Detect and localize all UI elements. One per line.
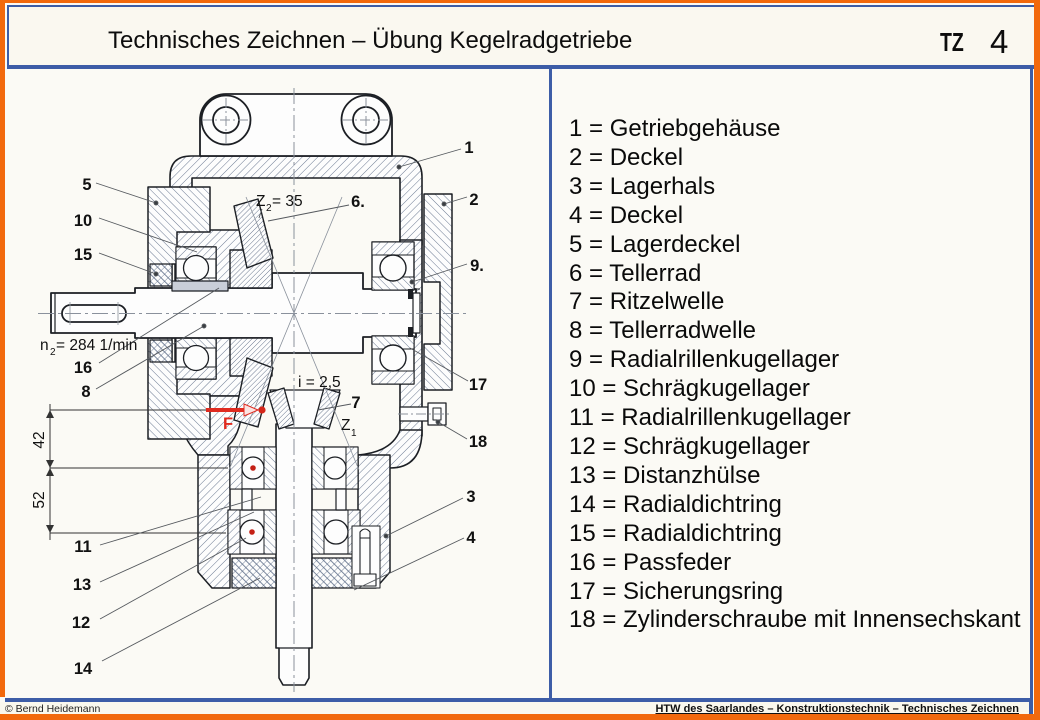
n2-label-sub: 2 [50,347,56,358]
ratio-label: i = 2,5 [298,374,341,391]
pinion [267,387,341,430]
part-item: 4 = Deckel [569,201,684,229]
z2-label-sub: 2 [266,203,272,214]
ref-12: 12 [72,614,90,632]
ref-18: 18 [469,433,487,451]
part-item: 2 = Deckel [569,143,684,171]
ref-10: 10 [74,212,92,230]
part-item: 17 = Sicherungsring [569,577,784,605]
parts-list: 1 = Getriebgehäuse 2 = Deckel 3 = Lagerh… [569,115,1021,635]
header-page-number: 4 [990,23,1009,60]
part-item: 9 = Radialrillenkugellager [569,346,840,374]
z2-label-rest: = 35 [272,193,303,210]
ref-15: 15 [74,246,92,264]
annotation-labels: Z 2 = 35 i = 2,5 Z 1 n 2 = 284 1/min F 4… [31,193,357,509]
part-item: 7 = Ritzelwelle [569,288,725,316]
part-item: 12 = Schrägkugellager [569,432,810,460]
ref-14: 14 [74,660,93,678]
n2-label-rest: = 284 1/min [56,337,137,354]
bearing-neck [197,454,391,589]
part-item: 13 = Distanzhülse [569,461,761,489]
part-item: 1 = Getriebgehäuse [569,115,781,142]
slide-title: Technisches Zeichnen – Übung Kegelradget… [108,27,633,54]
frame-left [0,0,5,697]
ref-17: 17 [469,376,487,394]
right-cover [423,193,453,391]
footer-divider [5,698,1032,702]
part-item: 16 = Passfeder [569,548,732,576]
part-item: 15 = Radialdichtring [569,519,782,547]
right-ball-bearing [371,241,421,385]
footer-institution: HTW des Saarlandes – Konstruktionstechni… [655,702,1019,715]
spacer-sleeve-left [241,488,253,511]
ref-3: 3 [466,488,475,506]
centerlines [38,88,466,692]
key [171,280,229,292]
spacer-sleeve-right [335,488,347,511]
circlip-lower [408,327,413,337]
part-item: 11 = Radialrillenkugellager [569,404,851,432]
ref-4: 4 [466,529,476,547]
frame-right [1034,0,1040,720]
footer-bar: © Bernd Heidemann HTW des Saarlandes – K… [0,702,1034,715]
footer-copyright: © Bernd Heidemann [5,703,101,715]
z2-label-base: Z [256,193,265,210]
part-item: 18 = Zylinderschraube mit Innensechskant [569,606,1021,634]
vertical-screw [351,525,381,589]
parts-list-panel: 1 = Getriebgehäuse 2 = Deckel 3 = Lagerh… [549,69,1033,703]
part-item: 8 = Tellerradwelle [569,317,756,345]
z1-label-base: Z [341,417,350,434]
dim-52-label: 52 [31,491,48,508]
mounting-lugs [199,93,393,157]
header-bar: Technisches Zeichnen – Übung Kegelradget… [7,5,1034,69]
z1-label-sub: 1 [351,428,357,439]
part-item: 3 = Lagerhals [569,172,716,200]
panel-border-stub [1029,702,1033,714]
ref-11: 11 [74,538,91,556]
ref-2: 2 [469,191,478,209]
ref-13: 13 [73,576,91,594]
force-label: F [223,415,233,433]
header-code: TZ [940,27,964,57]
circlip-upper [408,289,413,299]
ref-6: 6. [351,193,365,211]
radial-seal-upper [149,263,173,287]
part-reference-labels: 1 2 9. 17 18 3 4 5 10 15 16 8 11 13 12 1… [72,139,487,678]
ref-1: 1 [464,139,473,157]
dim-42-label: 42 [31,431,48,448]
n2-label-base: n [40,337,49,354]
ref-8: 8 [81,383,90,401]
dimension-lines [46,404,250,540]
part-item: 5 = Lagerdeckel [569,230,741,258]
left-angular-bearing [175,246,217,380]
force-arrow [206,403,266,535]
frame-top [0,0,1040,3]
ref-7: 7 [351,394,360,412]
ref-5: 5 [82,176,91,194]
ref-9: 9. [470,257,484,275]
leader-lines [95,148,469,662]
bottom-cover [231,557,357,589]
part-item: 10 = Schrägkugellager [569,375,810,403]
frame-bottom [0,714,1040,720]
part-item: 14 = Radialdichtring [569,490,782,518]
part-item: 6 = Tellerrad [569,259,702,287]
crown-gear [229,198,274,428]
ref-16: 16 [74,359,92,377]
